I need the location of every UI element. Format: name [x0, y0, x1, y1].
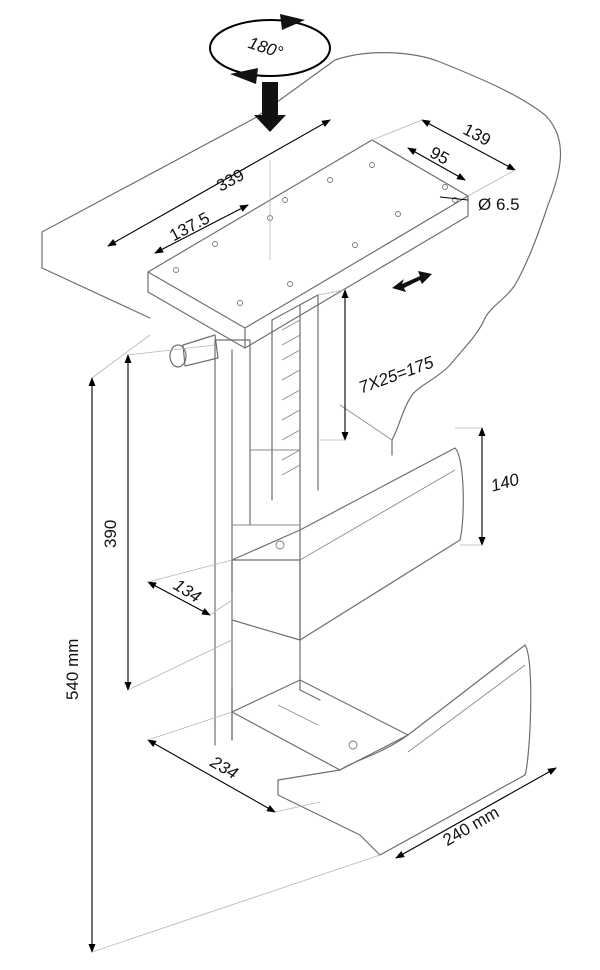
dim-label-134: 134 — [170, 575, 204, 606]
dim-label-hole-diameter: Ø 6.5 — [478, 195, 520, 214]
upper-bracket — [231, 447, 464, 641]
rotation-label: 180° — [246, 33, 286, 62]
rotation-indicator: 180° — [209, 14, 331, 132]
desk-top — [41, 52, 562, 456]
dim-label-390: 390 — [101, 520, 120, 548]
dim-label-137-5: 137.5 — [166, 208, 212, 245]
dim-label-234: 234 — [206, 752, 241, 783]
dim-label-140: 140 — [489, 470, 522, 496]
dim-label-139: 139 — [460, 120, 494, 150]
vertical-column — [214, 294, 319, 746]
dimension-labels: 339 137.5 139 95 Ø 6.5 7X25=175 140 390 … — [63, 120, 522, 850]
dim-label-height-steps: 7X25=175 — [356, 353, 436, 398]
side-knob — [169, 334, 219, 368]
mounting-plate — [147, 139, 469, 349]
dimension-lines — [88, 119, 557, 953]
dim-label-240mm: 240 mm — [440, 803, 503, 850]
dim-label-95: 95 — [427, 143, 453, 169]
slide-arrow — [392, 271, 432, 292]
dim-label-540mm: 540 mm — [63, 639, 82, 700]
base-plate — [231, 644, 532, 856]
